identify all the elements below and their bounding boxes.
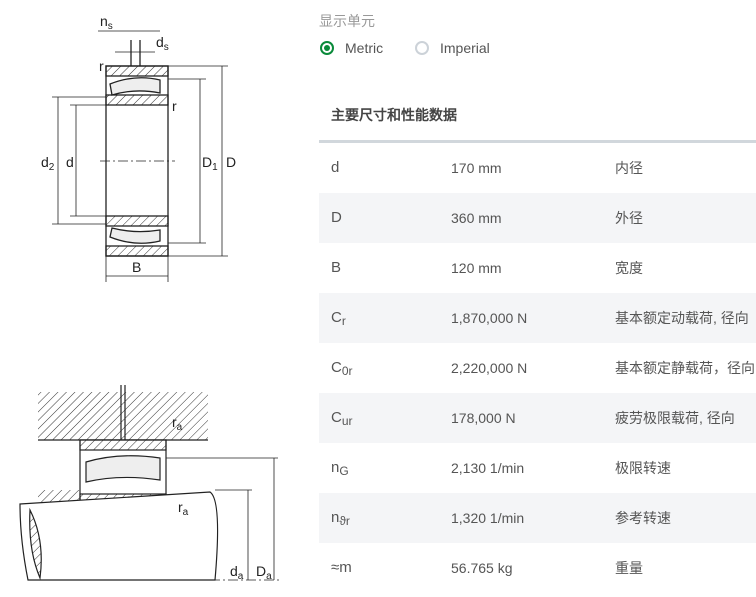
radio-unchecked-icon[interactable] bbox=[415, 41, 429, 55]
bearing-section-top bbox=[52, 30, 228, 282]
value: 170 mm bbox=[451, 160, 502, 176]
value: 2,130 1/min bbox=[451, 460, 525, 476]
label-ns: ns bbox=[100, 13, 113, 32]
radio-label: Metric bbox=[345, 40, 384, 56]
symbol: ≈m bbox=[331, 558, 352, 576]
description: 极限转速 bbox=[615, 460, 671, 476]
value: 1,870,000 N bbox=[451, 310, 528, 326]
symbol: d bbox=[331, 158, 340, 176]
table-row: D 360 mm 外径 bbox=[319, 193, 756, 243]
table-row: nG 2,130 1/min 极限转速 bbox=[319, 443, 756, 493]
mounting-drawing bbox=[19, 385, 280, 581]
symbol: C0r bbox=[331, 358, 353, 378]
radio-metric[interactable]: Metric bbox=[320, 40, 383, 56]
divider bbox=[319, 140, 756, 143]
label-r: r bbox=[172, 98, 177, 114]
display-units-label: 显示单元 bbox=[319, 13, 375, 29]
section-title: 主要尺寸和性能数据 bbox=[331, 107, 457, 123]
label-B: B bbox=[132, 259, 141, 275]
dimensions-table: d 170 mm 内径 D 360 mm 外径 B 120 mm 宽度 Cr 1,870,000 N… bbox=[319, 143, 756, 593]
description: 内径 bbox=[615, 160, 643, 176]
description: 基本额定动载荷, 径向 bbox=[615, 310, 749, 326]
symbol: nG bbox=[331, 458, 349, 478]
radio-label: Imperial bbox=[440, 40, 490, 56]
value: 178,000 N bbox=[451, 410, 516, 426]
label-d2: d2 bbox=[41, 154, 55, 173]
table-row: ≈m 56.765 kg 重量 bbox=[319, 543, 756, 593]
symbol: Cur bbox=[331, 408, 353, 428]
bearing-dimension-drawing: ns ds r r d2 d D1 D B ra ra da Da bbox=[19, 13, 280, 582]
value: 360 mm bbox=[451, 210, 502, 226]
table-row: nϑr 1,320 1/min 参考转速 bbox=[319, 493, 756, 543]
description: 疲劳极限载荷, 径向 bbox=[615, 410, 735, 426]
table-row: Cur 178,000 N 疲劳极限载荷, 径向 bbox=[319, 393, 756, 443]
description: 外径 bbox=[615, 210, 643, 226]
label-D1: D1 bbox=[202, 154, 218, 173]
symbol: B bbox=[331, 258, 342, 276]
radio-imperial[interactable]: Imperial bbox=[415, 40, 490, 56]
label-ds: ds bbox=[156, 34, 169, 53]
label-da: da bbox=[230, 563, 244, 582]
symbol: nϑr bbox=[331, 508, 350, 528]
label-D: D bbox=[226, 154, 236, 170]
table-row: Cr 1,870,000 N 基本额定动载荷, 径向 bbox=[319, 293, 756, 343]
value: 56.765 kg bbox=[451, 560, 513, 576]
value: 1,320 1/min bbox=[451, 510, 525, 526]
value: 2,220,000 N bbox=[451, 360, 528, 376]
symbol: D bbox=[331, 208, 342, 226]
description: 重量 bbox=[615, 560, 643, 576]
table-row: B 120 mm 宽度 bbox=[319, 243, 756, 293]
description: 宽度 bbox=[615, 260, 643, 276]
table-row: d 170 mm 内径 bbox=[319, 143, 756, 193]
label-d: d bbox=[66, 154, 74, 170]
description: 参考转速 bbox=[615, 510, 671, 526]
label-r: r bbox=[99, 58, 104, 74]
symbol: Cr bbox=[331, 308, 346, 328]
description: 基本额定静载荷，径向 bbox=[615, 360, 755, 376]
label-ra: ra bbox=[172, 414, 183, 433]
value: 120 mm bbox=[451, 260, 502, 276]
radio-checked-icon[interactable] bbox=[320, 41, 334, 55]
label-ra: ra bbox=[178, 499, 189, 518]
table-row: C0r 2,220,000 N 基本额定静载荷，径向 bbox=[319, 343, 756, 393]
label-Da: Da bbox=[256, 563, 272, 582]
